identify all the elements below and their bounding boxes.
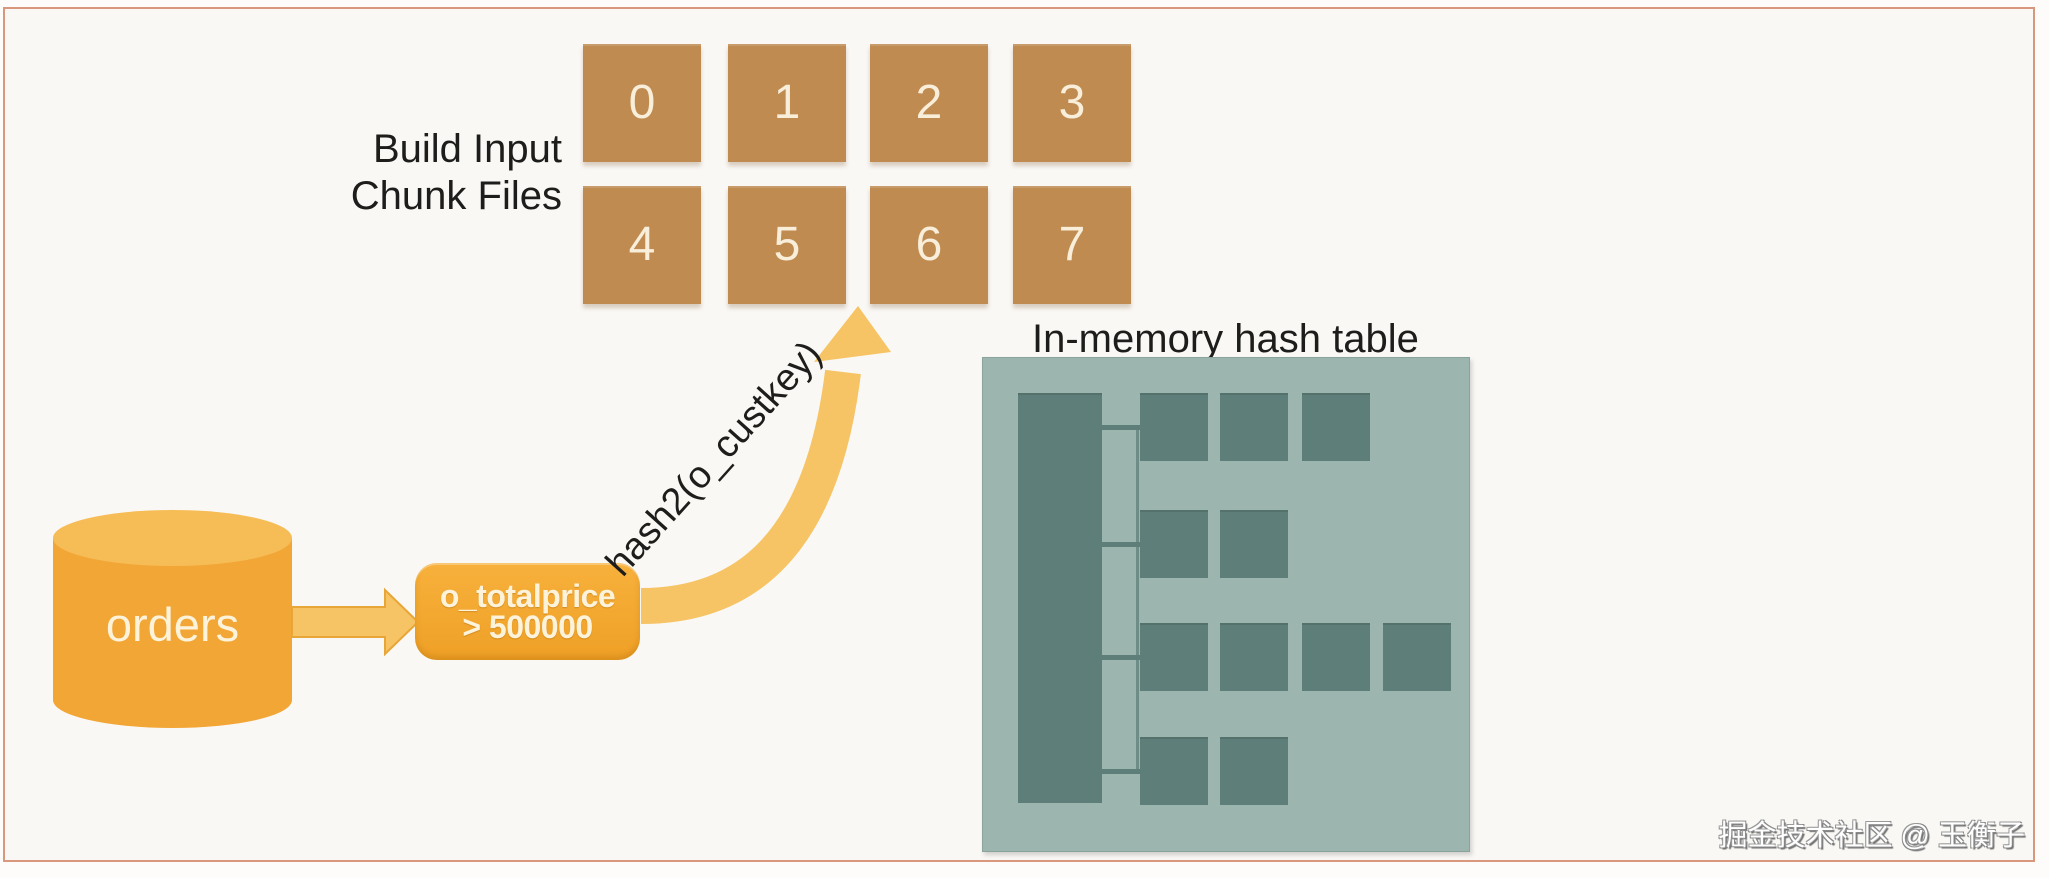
hash-chain-cell-2-2: [1302, 623, 1370, 691]
hash-chain-cell-1-0: [1140, 510, 1208, 578]
hash-arrow-head: [814, 306, 891, 362]
hash-chain-cell-2-1: [1220, 623, 1288, 691]
chunk-file-7: 7: [1013, 186, 1131, 304]
chunk-file-number: 4: [628, 218, 656, 271]
orders-table-label: orders: [105, 598, 240, 651]
bucket-array-bar: [1018, 393, 1102, 803]
bucket-connector-1: [1102, 541, 1140, 547]
hash-chain-cell-2-3: [1383, 623, 1451, 691]
chunk-file-2: 2: [870, 44, 988, 162]
chunk-file-number: 1: [773, 76, 801, 129]
chunk-files-label-line2: Chunk Files: [350, 174, 562, 218]
hash-chain-cell-0-0: [1140, 393, 1208, 461]
filter-predicate-box: o_totalprice > 500000: [415, 563, 640, 660]
filter-predicate-line2: > 500000: [462, 608, 593, 645]
chunk-file-3: 3: [1013, 44, 1131, 162]
chunk-file-0: 0: [583, 44, 701, 162]
chunk-file-1: 1: [728, 44, 846, 162]
hash-chain-cell-3-1: [1220, 737, 1288, 805]
bucket-connector-2: [1102, 654, 1140, 660]
hash-table-title: In-memory hash table: [1032, 317, 1419, 361]
hash-chain-cell-1-1: [1220, 510, 1288, 578]
chunk-file-number: 5: [773, 218, 801, 271]
hash-chain-cell-0-1: [1220, 393, 1288, 461]
bucket-connector-3: [1102, 768, 1140, 774]
chunk-file-number: 0: [628, 76, 656, 129]
chunk-file-6: 6: [870, 186, 988, 304]
chunk-file-number: 6: [915, 218, 943, 271]
watermark-text: 掘金技术社区 @ 玉衡子: [1718, 820, 2025, 852]
filter-arrow: [291, 587, 420, 657]
hash-table-box: [982, 357, 1470, 852]
chunk-file-4: 4: [583, 186, 701, 304]
chunk-files-label-line1: Build Input: [372, 127, 562, 171]
chunk-file-number: 2: [915, 76, 943, 129]
hash-chain-cell-2-0: [1140, 623, 1208, 691]
hash-arrow-curve: [640, 369, 861, 624]
filter-predicate-line1: o_totalprice: [439, 577, 616, 614]
chunk-file-number: 7: [1058, 218, 1086, 271]
chunk-files-label: Build Input Chunk Files: [240, 126, 562, 220]
chunk-file-5: 5: [728, 186, 846, 304]
bucket-spine-line: [1136, 427, 1139, 774]
hash-chain-cell-0-2: [1302, 393, 1370, 461]
orders-cylinder-bottom: [53, 672, 292, 728]
chunk-file-number: 3: [1058, 76, 1086, 129]
hash-chain-cell-3-0: [1140, 737, 1208, 805]
orders-cylinder-top: [53, 510, 292, 566]
bucket-connector-0: [1102, 424, 1140, 430]
